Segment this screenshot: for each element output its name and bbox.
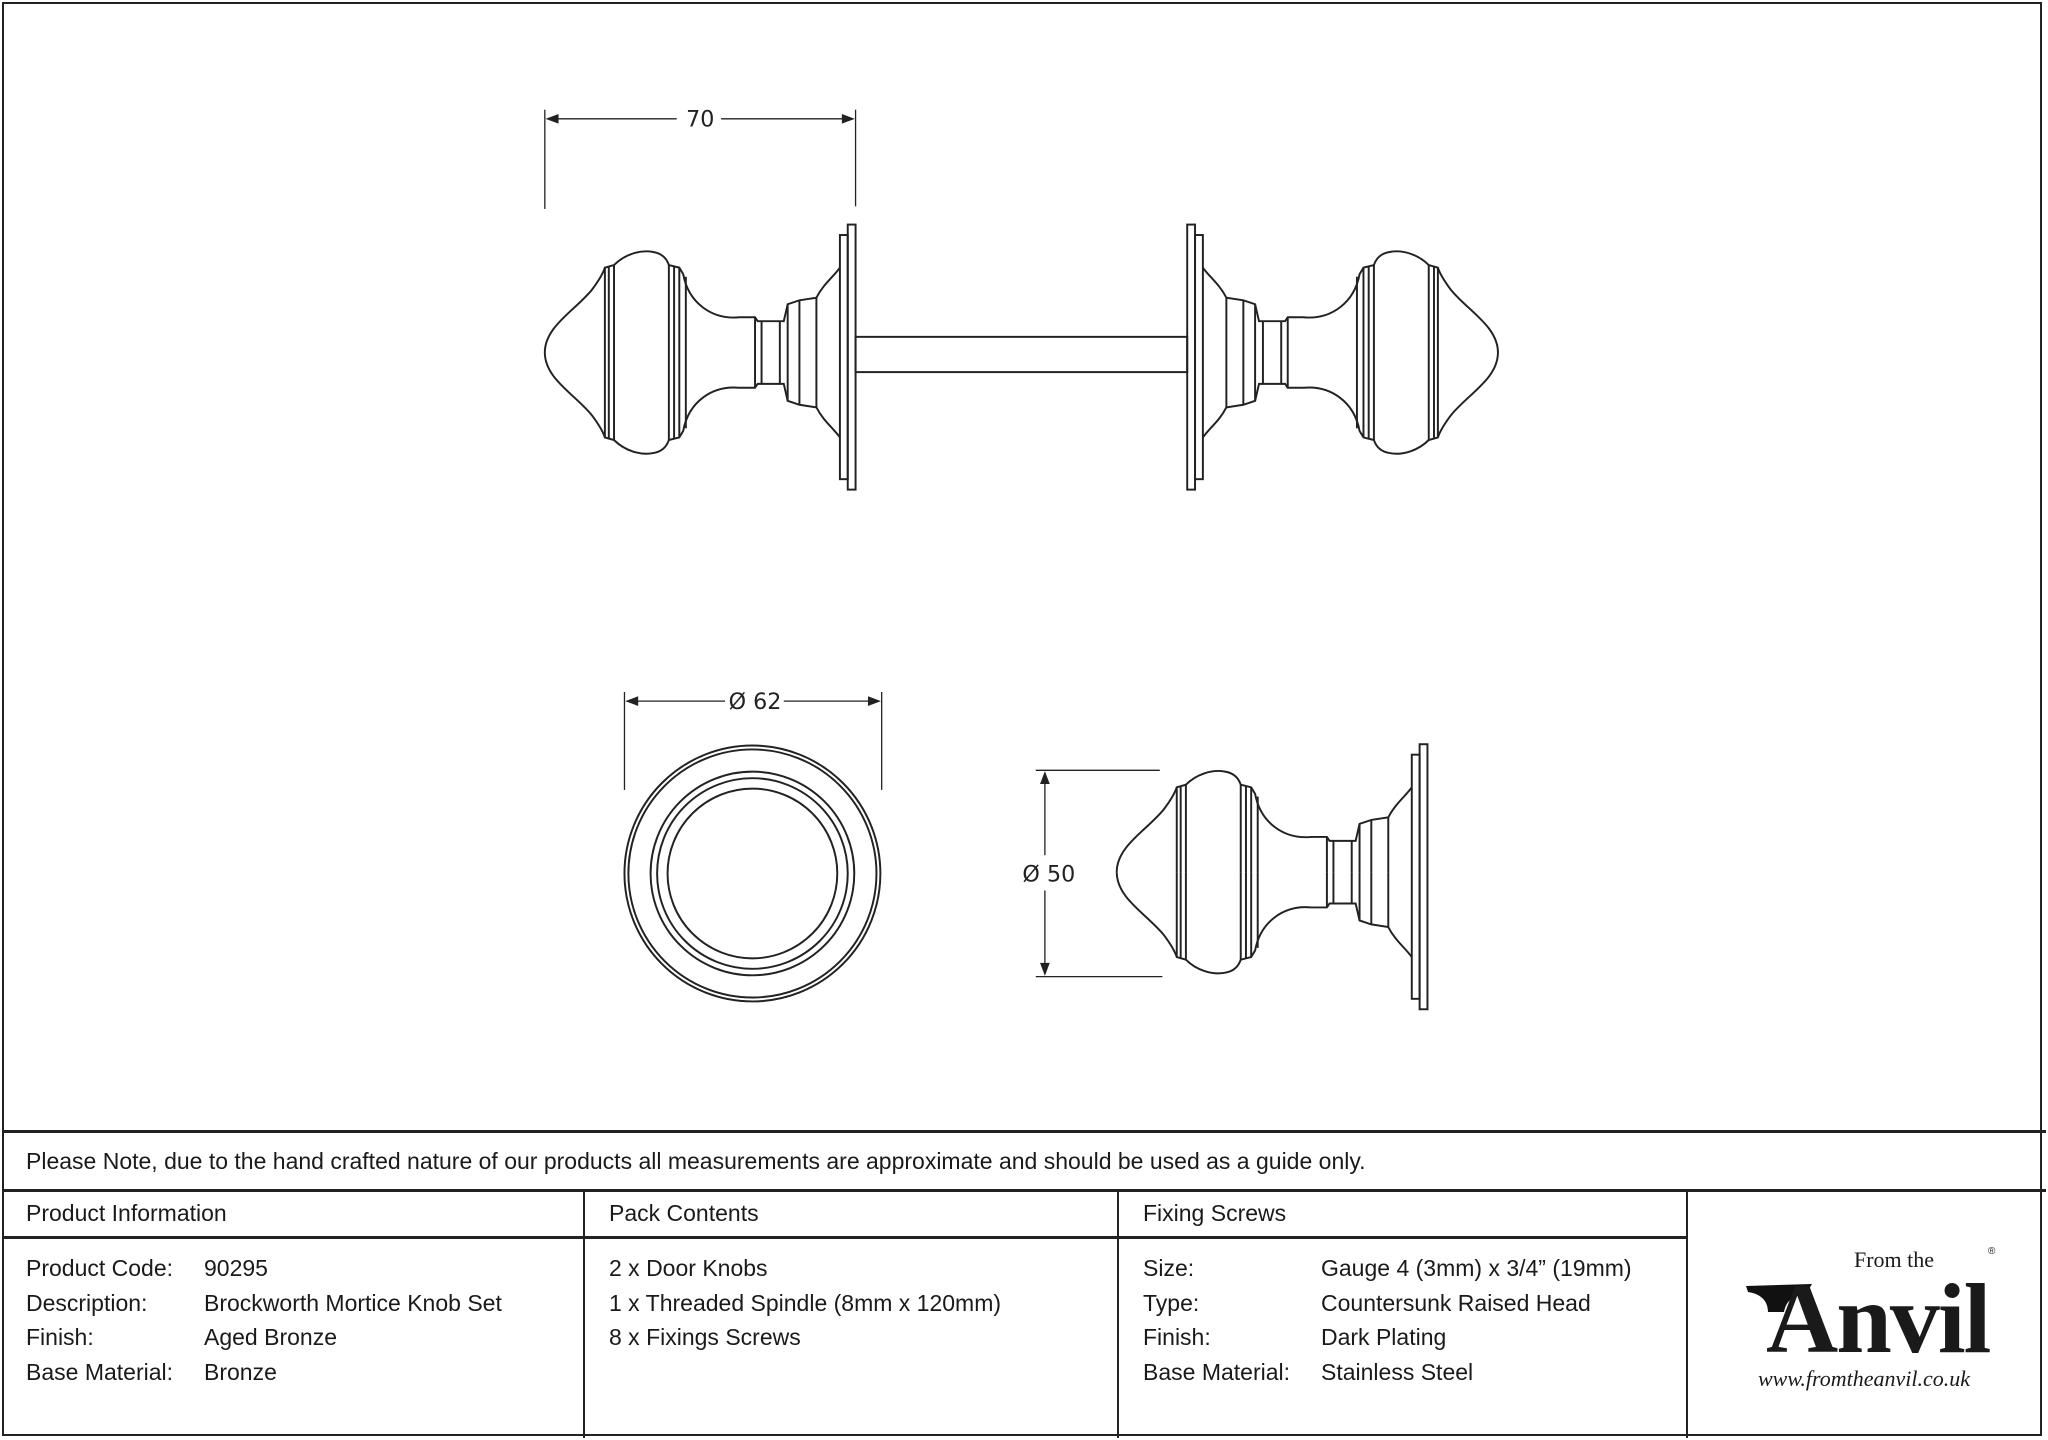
label: Type: [1143, 1289, 1200, 1316]
fixing-screws-section: Fixing Screws Size: Gauge 4 (3mm) x 3/4” … [1119, 1192, 1688, 1438]
label: Size: [1143, 1255, 1195, 1281]
anvil-icon [1746, 1284, 1812, 1312]
base-material-row: Base Material: Stainless Steel [1143, 1355, 1686, 1390]
registered-mark: ® [1988, 1246, 1996, 1257]
side-view-knob [1117, 744, 1428, 1009]
spindle [854, 335, 1189, 374]
product-code-row: Product Code: 90295 [26, 1251, 583, 1286]
top-view-left-knob [545, 225, 856, 490]
front-view-knob [623, 744, 882, 1003]
label: Base Material: [26, 1358, 174, 1385]
size-row: Size: Gauge 4 (3mm) x 3/4” (19mm) [1143, 1251, 1686, 1286]
technical-drawing: 70 Ø 62 Ø 50 [0, 107, 2048, 1132]
label: Finish: [1143, 1324, 1211, 1350]
measurement-note: Please Note, due to the hand crafted nat… [2, 1130, 2046, 1192]
pack-item: 1 x Threaded Spindle (8mm x 120mm) [609, 1289, 1002, 1316]
width-dimension-label: 70 [686, 107, 714, 133]
logo-from-the: From the [1854, 1247, 1935, 1272]
pack-item: 2 x Door Knobs [609, 1255, 768, 1281]
top-view-right-knob [1187, 225, 1498, 490]
from-the-anvil-logo: From the ® Anvil www.fromtheanvil.co.uk [1688, 1192, 2044, 1438]
type-row: Type: Countersunk Raised Head [1143, 1286, 1686, 1321]
logo-url: www.fromtheanvil.co.uk [1758, 1366, 1971, 1391]
side-diameter-label: Ø 50 [1022, 861, 1075, 887]
value: Brockworth Mortice Knob Set [204, 1289, 502, 1316]
value: Dark Plating [1321, 1324, 1447, 1350]
front-diameter-dimension [623, 691, 883, 790]
pack-item: 8 x Fixings Screws [609, 1324, 801, 1350]
description-row: Description: Brockworth Mortice Knob Set [26, 1286, 583, 1321]
value: Countersunk Raised Head [1321, 1289, 1591, 1316]
logo-anvil: Anvil [1766, 1263, 1991, 1374]
fixing-screws-title: Fixing Screws [1119, 1192, 1686, 1239]
label: Description: [26, 1289, 148, 1316]
finish-row: Finish: Aged Bronze [26, 1320, 583, 1355]
label: Finish: [26, 1324, 94, 1350]
product-information-section: Product Information Product Code: 90295 D… [2, 1192, 585, 1438]
value: Bronze [204, 1358, 277, 1385]
side-diameter-dimension [1035, 769, 1163, 978]
front-diameter-label: Ø 62 [729, 689, 782, 715]
value: Stainless Steel [1321, 1358, 1474, 1385]
value: 90295 [204, 1255, 268, 1281]
value: Aged Bronze [204, 1324, 337, 1350]
value: Gauge 4 (3mm) x 3/4” (19mm) [1321, 1255, 1632, 1281]
label: Base Material: [1143, 1358, 1291, 1385]
base-material-row: Base Material: Bronze [26, 1355, 583, 1390]
label: Product Code: [26, 1255, 174, 1281]
pack-contents-section: Pack Contents 2 x Door Knobs 1 x Threade… [585, 1192, 1119, 1438]
width-dimension [544, 109, 857, 209]
finish-row: Finish: Dark Plating [1143, 1320, 1686, 1355]
product-information-title: Product Information [2, 1192, 583, 1239]
pack-contents-title: Pack Contents [585, 1192, 1117, 1239]
